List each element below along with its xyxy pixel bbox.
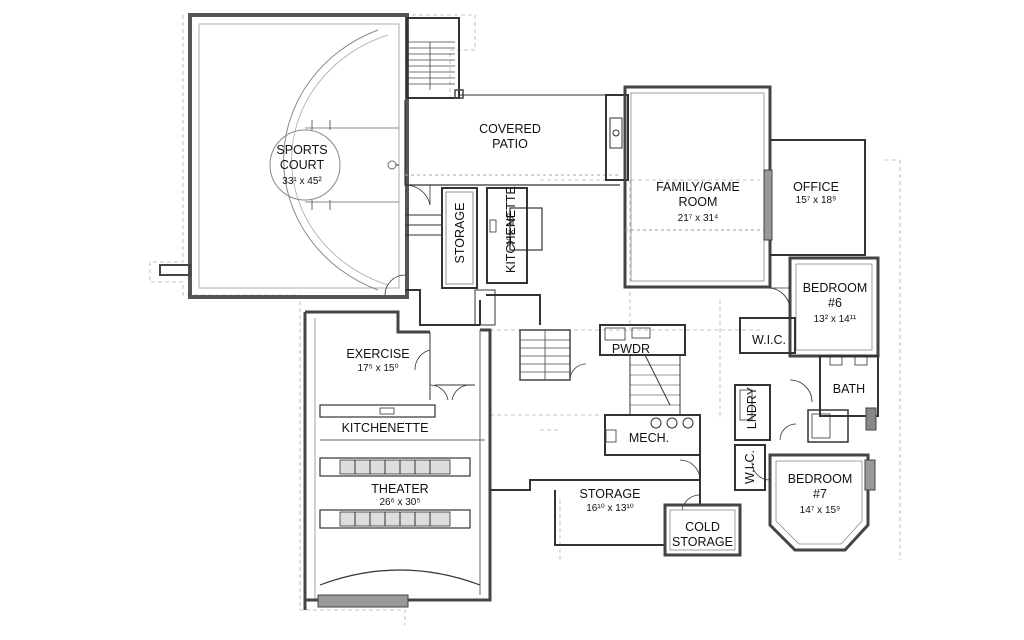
exercise-room [303, 310, 475, 610]
covered-patio-name-line2: PATIO [492, 137, 528, 151]
wic-6-label: W.I.C. [751, 333, 787, 347]
bath-lndry-area [734, 354, 879, 443]
family-game-room-label: FAMILY/GAME ROOM [648, 180, 748, 210]
exercise-dim: 17⁵ x 15⁰ [357, 363, 399, 374]
kitchenette-lower [319, 404, 485, 441]
bedroom-7-label: BEDROOM #7 [780, 472, 860, 502]
covered-patio [404, 94, 629, 206]
wic-7-label: W.I.C. [743, 449, 757, 485]
family-game-room-name-line1: FAMILY/GAME [656, 180, 740, 194]
lndry-label: LNDRY [745, 386, 759, 430]
sports-court-label: SPORTS COURT [262, 143, 342, 173]
cold-storage-name-line1: COLD [685, 520, 720, 534]
storage-small-label: STORAGE [453, 202, 467, 264]
bedroom-7-dim: 14⁷ x 15⁹ [799, 505, 841, 516]
wic-7 [734, 444, 766, 491]
storage-large-dim: 16¹⁰ x 13¹⁰ [586, 503, 634, 514]
sports-court-name-line2: COURT [279, 158, 325, 172]
pwdr-label: PWDR [611, 342, 651, 356]
bedroom-7-name-line2: #7 [813, 487, 827, 501]
sports-court-dim: 33¹ x 45² [282, 176, 322, 187]
kitchenette-lower-label: KITCHENETTE [341, 421, 429, 435]
storage-large-label: STORAGE [579, 487, 641, 501]
bedroom-6-name-line1: BEDROOM [802, 281, 868, 295]
sports-court-name-line1: SPORTS [276, 143, 328, 157]
sports-court [159, 13, 409, 299]
bedroom-6-label: BEDROOM #6 [795, 281, 875, 311]
bedroom-6-dim: 13² x 14¹¹ [813, 314, 857, 325]
family-game-room-name-line2: ROOM [678, 195, 718, 209]
office-label: OFFICE [793, 180, 839, 194]
covered-patio-label: COVERED PATIO [470, 122, 550, 152]
mech-label: MECH. [628, 431, 670, 445]
exercise-label: EXERCISE [346, 347, 410, 361]
theater [305, 328, 492, 608]
covered-patio-name-line1: COVERED [479, 122, 541, 136]
family-game-room-dim: 21⁷ x 31⁴ [677, 213, 719, 224]
bath-label: BATH [832, 382, 866, 396]
pwdr-area [599, 324, 686, 416]
office [763, 139, 866, 256]
central-stair [519, 329, 587, 381]
kitchenette-upper-dim: 9⁰ x 16² [505, 213, 517, 246]
storage-kitchenette-upper [405, 187, 543, 289]
cold-storage [663, 503, 742, 557]
office-dim: 15⁷ x 18⁹ [795, 195, 837, 206]
theater-label: THEATER [371, 482, 429, 496]
central-walls [384, 274, 541, 326]
cold-storage-name-line2: STORAGE [672, 535, 733, 549]
bedroom-7-area [751, 453, 876, 552]
dashed-guidelines [149, 14, 901, 625]
theater-dim: 26⁶ x 30⁵ [379, 497, 421, 508]
bedroom-6-name-line2: #6 [828, 296, 842, 310]
bedroom-7-name-line1: BEDROOM [787, 472, 853, 486]
cold-storage-label: COLD STORAGE [665, 520, 740, 550]
upper-stair [406, 17, 464, 99]
